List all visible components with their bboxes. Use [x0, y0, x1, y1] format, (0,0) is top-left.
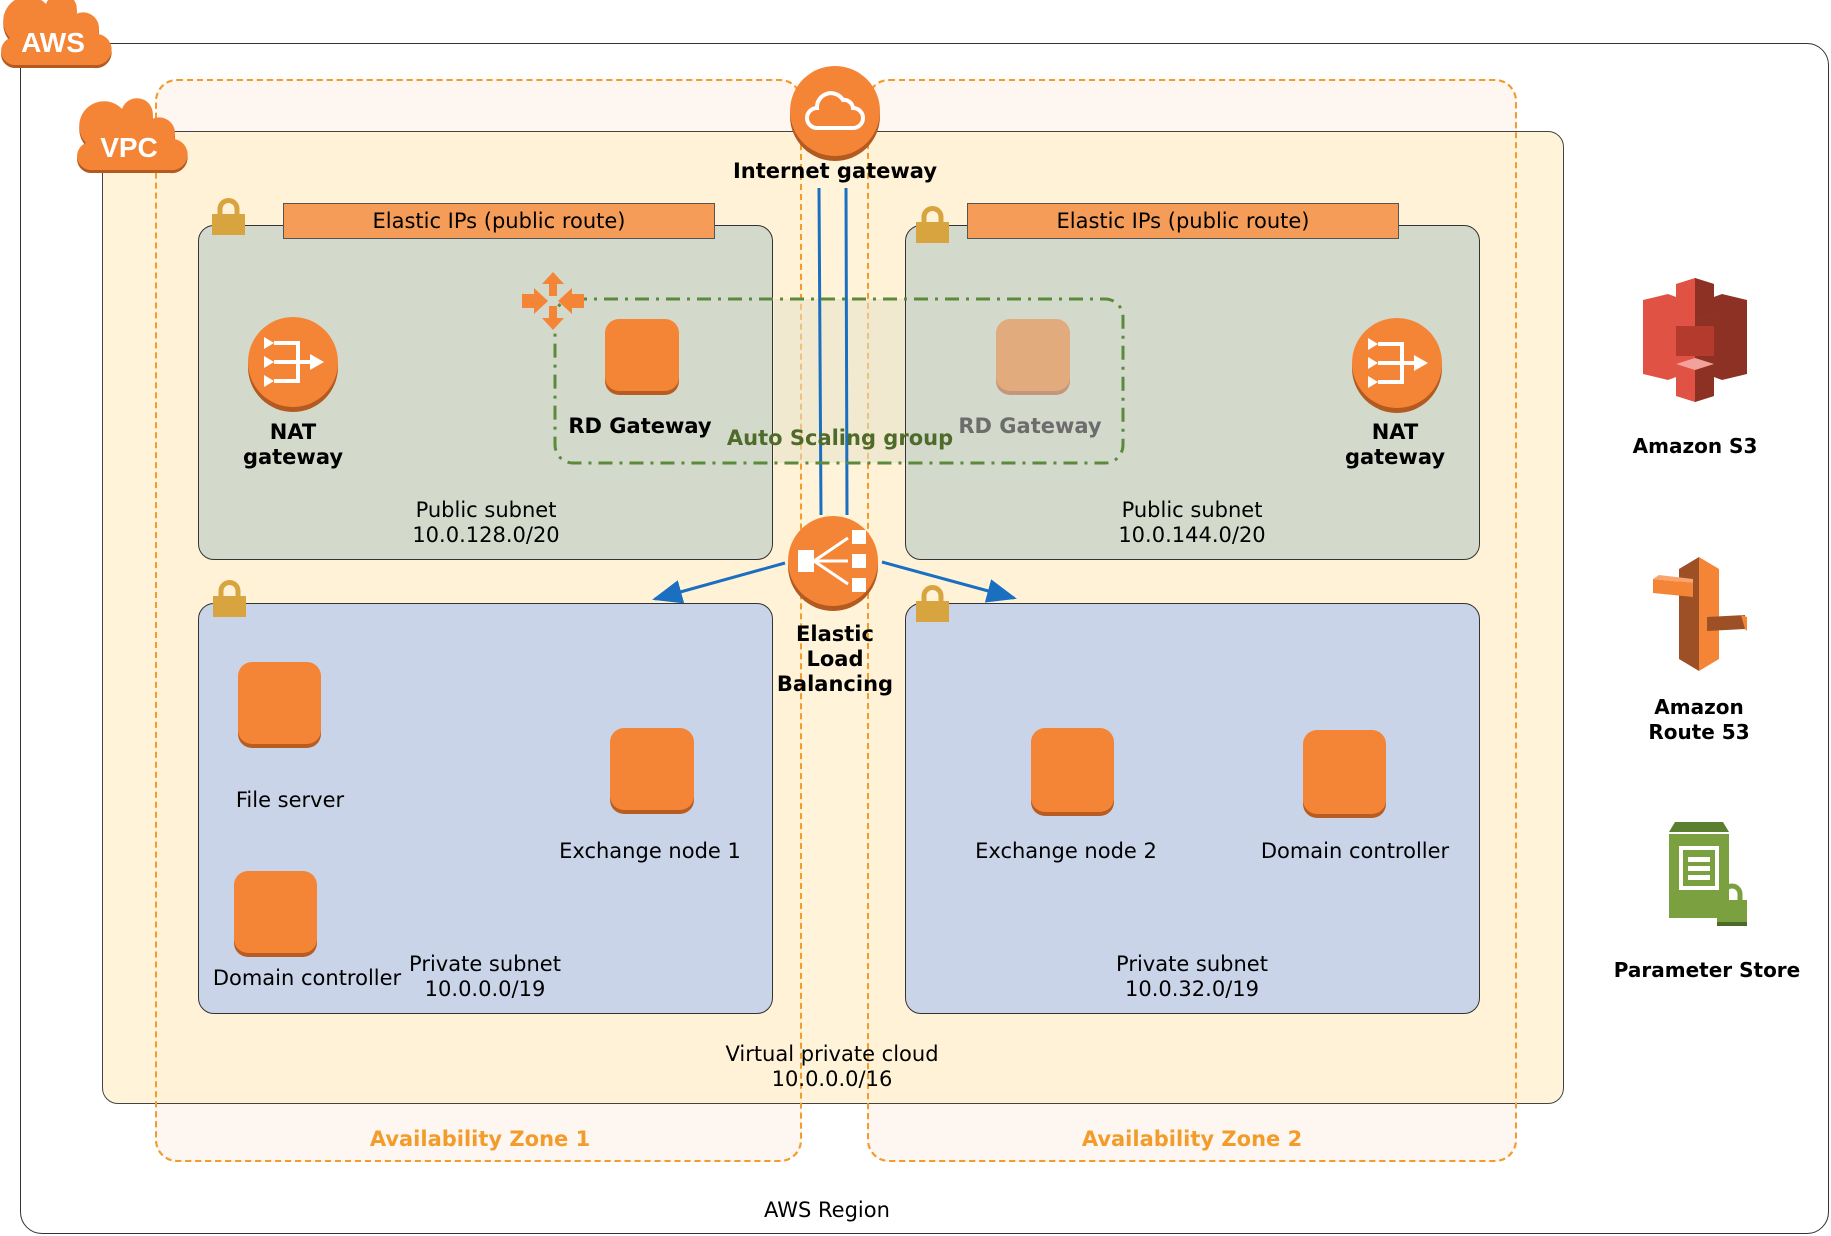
exchange-node-2-instance[interactable] [1031, 728, 1114, 812]
domain-controller-1-label: Domain controller [212, 966, 402, 990]
parameter-store-label: Parameter Store [1613, 958, 1801, 982]
vpc-tag-text: VPC [100, 132, 158, 163]
private-subnet-2[interactable] [905, 603, 1480, 1014]
internet-gateway-icon[interactable] [790, 66, 880, 156]
elastic-ips-bar-1: Elastic IPs (public route) [283, 203, 715, 239]
amazon-s3-label: Amazon S3 [1632, 434, 1758, 458]
domain-controller-1-instance[interactable] [234, 871, 317, 953]
vpc-cloud-tag: VPC [76, 98, 188, 175]
rd-gateway-2-instance[interactable] [996, 319, 1070, 391]
lock-icon [916, 585, 949, 622]
s3-bucket-icon[interactable] [1643, 278, 1747, 402]
availability-zone-1-label: Availability Zone 1 [369, 1127, 591, 1151]
lock-icon [213, 580, 246, 617]
exchange-node-2-label: Exchange node 2 [975, 839, 1157, 863]
file-server-instance[interactable] [238, 662, 321, 744]
aws-region-label: AWS Region [764, 1198, 890, 1222]
domain-controller-2-instance[interactable] [1303, 730, 1386, 814]
nat-gateway-2-icon[interactable] [1352, 318, 1442, 408]
rd-gateway-2-label: RD Gateway [958, 414, 1102, 438]
exchange-node-1-instance[interactable] [610, 728, 694, 810]
aws-tag-text: AWS [21, 27, 85, 58]
nat-arrows-icon [264, 337, 324, 387]
rd-gateway-1-label: RD Gateway [568, 414, 712, 438]
lock-icon [212, 198, 245, 235]
route53-icon[interactable] [1653, 557, 1747, 671]
availability-zone-1-outline [155, 79, 802, 1162]
elastic-load-balancer-icon[interactable] [788, 516, 878, 606]
lock-icon [916, 206, 949, 243]
internet-gateway-label: Internet gateway [732, 159, 938, 183]
load-balancer-glyph-icon [798, 530, 866, 592]
cloud-icon [805, 91, 865, 130]
parameter-store-icon[interactable] [1669, 822, 1747, 926]
nat-gateway-1-icon[interactable] [248, 317, 338, 407]
auto-scaling-icon [522, 272, 584, 330]
availability-zone-2-label: Availability Zone 2 [1081, 1127, 1303, 1151]
exchange-node-1-label: Exchange node 1 [559, 839, 741, 863]
file-server-label: File server [235, 788, 345, 812]
nat-arrows-icon [1368, 338, 1428, 388]
elastic-ips-bar-2: Elastic IPs (public route) [967, 203, 1399, 239]
domain-controller-2-label: Domain controller [1260, 839, 1450, 863]
aws-cloud-tag: AWS [0, 0, 112, 70]
aws-cloud-icon [1, 0, 112, 69]
auto-scaling-group-label: Auto Scaling group [726, 426, 954, 450]
vpc-cloud-icon [77, 98, 188, 174]
rd-gateway-1-instance[interactable] [605, 319, 679, 391]
availability-zone-2-outline [867, 79, 1517, 1162]
